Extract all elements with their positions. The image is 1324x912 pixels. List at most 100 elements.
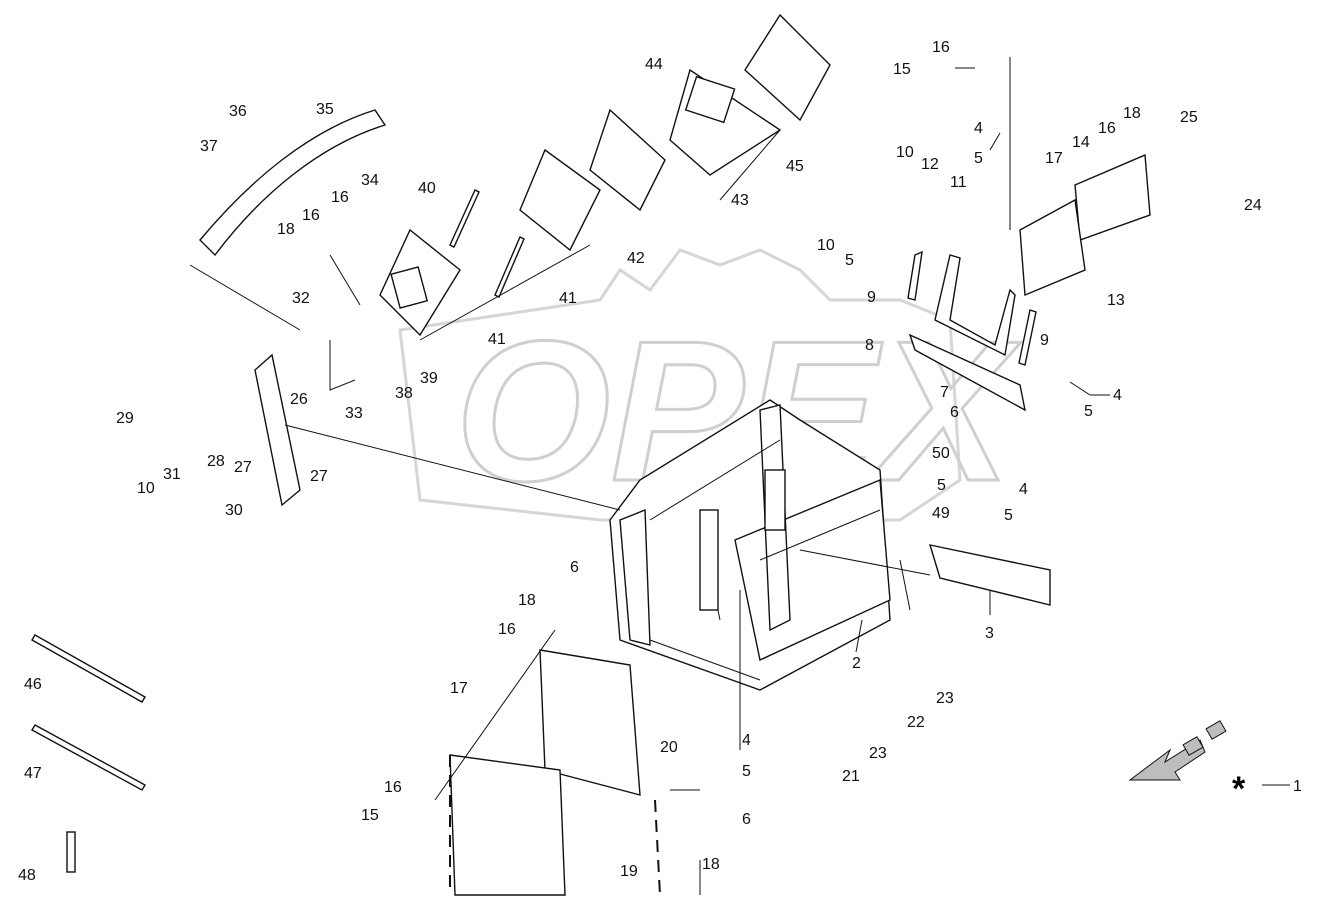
callout-16a: 16 — [932, 39, 950, 56]
module-14-part — [1074, 153, 1151, 241]
callout-23a: 22 — [907, 714, 925, 731]
callout-15a: 15 — [893, 61, 911, 78]
callout-ref-symbol: * — [1232, 770, 1246, 808]
rod-41a-part — [449, 189, 480, 248]
callout-8: 8 — [865, 337, 874, 354]
frame-43-part — [589, 108, 666, 212]
callout-4c: 4 — [1019, 481, 1028, 498]
clip-49-part — [66, 831, 76, 873]
callout-16f: 16 — [384, 779, 402, 796]
callout-11: 11 — [950, 174, 967, 191]
callout-9a: 9 — [867, 289, 876, 306]
controller-21-part — [539, 649, 641, 796]
callout-46: 45 — [786, 158, 804, 175]
leader-lines — [189, 57, 1290, 895]
pcb-19-part — [449, 754, 566, 896]
rod-41b-part — [494, 236, 525, 298]
callout-5c: 5 — [1084, 403, 1093, 420]
callout-23b: 23 — [869, 745, 887, 762]
callout-39: 38 — [395, 385, 413, 402]
callout-41a: 40 — [418, 180, 436, 197]
callout-47: 46 — [24, 676, 42, 693]
callout-5b: 5 — [845, 252, 854, 269]
parts — [31, 13, 1227, 896]
callout-4b: 4 — [1113, 387, 1122, 404]
callout-3: 3 — [985, 625, 994, 642]
callout-45: 44 — [645, 56, 663, 73]
callout-26: 25 — [1180, 109, 1198, 126]
callout-44: 43 — [731, 192, 749, 209]
callout-10b: 10 — [817, 237, 835, 254]
callout-labels: 1 * 2 3 4 4 4 4 5 5 5 5 5 5 6 6 6 7 8 9 … — [18, 39, 1302, 884]
callout-20: 19 — [620, 863, 638, 880]
callout-4d: 4 — [742, 732, 751, 749]
bracket-8-part — [934, 254, 1016, 357]
callout-34: 33 — [345, 405, 363, 422]
gasket-42-part — [519, 148, 601, 252]
callout-31: 30 — [225, 502, 243, 519]
direction-arrow-icon — [1128, 720, 1227, 781]
callout-7: 7 — [940, 384, 949, 401]
callout-9b: 9 — [1040, 332, 1049, 349]
callout-48: 47 — [24, 765, 42, 782]
gas-strut-9b-part — [1018, 309, 1037, 366]
callout-16d: 16 — [302, 207, 320, 224]
callout-16b: 16 — [1098, 120, 1116, 137]
post-31-part — [254, 353, 301, 507]
callout-41b: 41 — [488, 331, 506, 348]
callout-5d: 5 — [937, 477, 946, 494]
callout-6b: 6 — [570, 559, 579, 576]
bracket-7-part — [908, 333, 1026, 412]
callout-4a: 4 — [974, 120, 983, 137]
gas-strut-9a-part — [907, 250, 923, 301]
callout-16c: 16 — [331, 189, 349, 206]
callout-30: 29 — [116, 410, 134, 427]
callout-50: 49 — [932, 505, 950, 522]
callout-36: 35 — [316, 101, 334, 118]
callout-35: 34 — [361, 172, 379, 189]
callout-5a: 5 — [974, 150, 983, 167]
callout-40: 39 — [420, 370, 438, 387]
callout-2: 2 — [852, 655, 861, 672]
callout-51: 50 — [932, 445, 950, 462]
callout-19: 18 — [702, 856, 720, 873]
watermark-gear-outline — [398, 248, 962, 522]
callout-10a: 10 — [896, 144, 914, 161]
callout-27b: 27 — [310, 468, 328, 485]
callout-49: 48 — [18, 867, 36, 884]
callout-18b: 18 — [277, 221, 295, 238]
callout-37: 36 — [229, 103, 247, 120]
callout-22: 21 — [842, 768, 860, 785]
callout-43: 42 — [627, 250, 645, 267]
callout-17b: 17 — [450, 680, 468, 697]
callout-5f: 5 — [742, 763, 751, 780]
board-13-part — [1019, 198, 1086, 297]
arm-36-part — [199, 109, 387, 257]
callout-16e: 16 — [498, 621, 516, 638]
callout-29: 28 — [207, 453, 225, 470]
callout-10c: 10 — [137, 480, 155, 497]
callout-12: 12 — [921, 156, 939, 173]
callout-27a: 26 — [290, 391, 308, 408]
callout-6c: 6 — [742, 811, 751, 828]
callout-18a: 18 — [1123, 105, 1141, 122]
callout-1: 1 — [1293, 778, 1302, 795]
cable-tie-48-part — [31, 724, 146, 791]
callout-5e: 5 — [1004, 507, 1013, 524]
cover-46-part — [744, 13, 831, 122]
callout-6a: 6 — [950, 404, 959, 421]
callout-33: 32 — [292, 290, 310, 307]
callout-14: 14 — [1072, 134, 1090, 151]
callout-21: 20 — [660, 739, 678, 756]
callout-24: 23 — [936, 690, 954, 707]
callout-18c: 18 — [518, 592, 536, 609]
callout-42: 41 — [559, 290, 577, 307]
callout-38: 37 — [200, 138, 218, 155]
callout-13: 13 — [1107, 292, 1125, 309]
callout-32: 31 — [163, 466, 181, 483]
callout-17a: 17 — [1045, 150, 1063, 167]
callout-15b: 15 — [361, 807, 379, 824]
cable-tie-47-part — [31, 634, 146, 703]
callout-25: 24 — [1244, 197, 1262, 214]
